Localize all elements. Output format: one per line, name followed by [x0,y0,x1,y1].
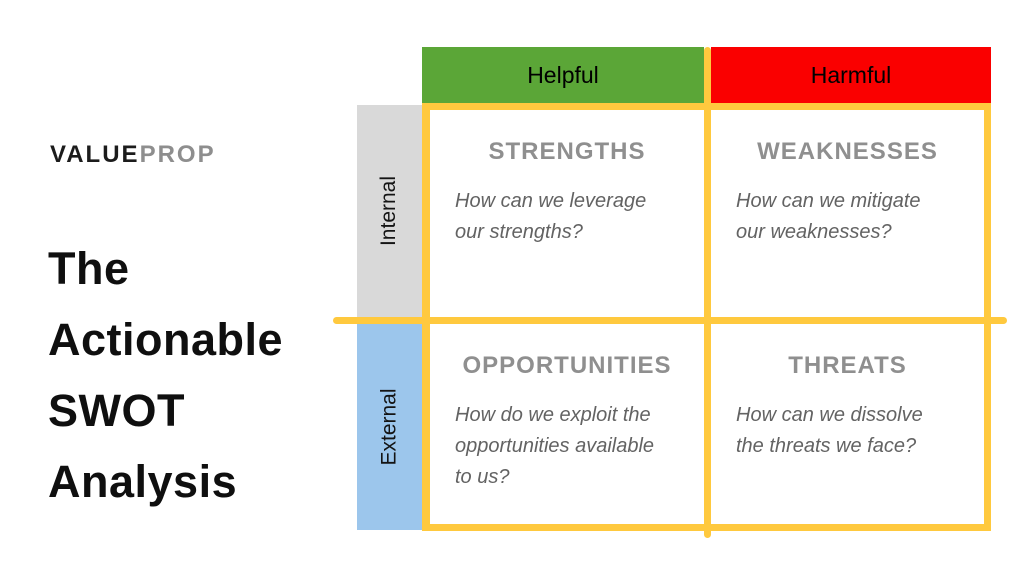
quadrant-strengths-question: How can we leverage our strengths? [455,190,647,243]
quadrant-weaknesses-question: How can we mitigate our weaknesses? [736,190,921,243]
frame-line-horizontal-divider [333,317,1007,324]
quadrant-threats: THREATS How can we dissolve the threats … [711,324,984,524]
brand-logo: VALUEPROP [50,141,216,169]
column-header-helpful-label: Helpful [527,61,599,88]
quadrant-opportunities-heading: OPPORTUNITIES [462,352,672,379]
quadrant-threats-heading: THREATS [788,352,907,379]
quadrant-strengths-heading: STRENGTHS [488,138,646,165]
row-header-external: External [357,323,422,530]
quadrant-weaknesses-heading: WEAKNESSES [757,138,938,165]
brand-logo-primary: VALUE [50,141,140,168]
frame-line-vertical-divider [704,47,711,538]
column-header-helpful: Helpful [422,47,704,103]
quadrant-opportunities-question: How do we exploit the opportunities avai… [455,404,655,488]
quadrant-strengths: STRENGTHS How can we leverage our streng… [430,110,704,317]
quadrant-weaknesses: WEAKNESSES How can we mitigate our weakn… [711,110,984,317]
quadrant-threats-question: How can we dissolve the threats we face? [736,404,923,457]
page-title: The Actionable SWOT Analysis [48,243,284,507]
row-header-external-label: External [377,387,401,466]
column-header-harmful: Harmful [711,47,991,103]
quadrant-opportunities: OPPORTUNITIES How do we exploit the oppo… [430,324,704,524]
column-header-harmful-label: Harmful [810,61,892,88]
brand-logo-secondary: PROP [139,141,216,168]
row-header-internal: Internal [357,105,422,317]
row-header-internal-label: Internal [377,175,401,247]
